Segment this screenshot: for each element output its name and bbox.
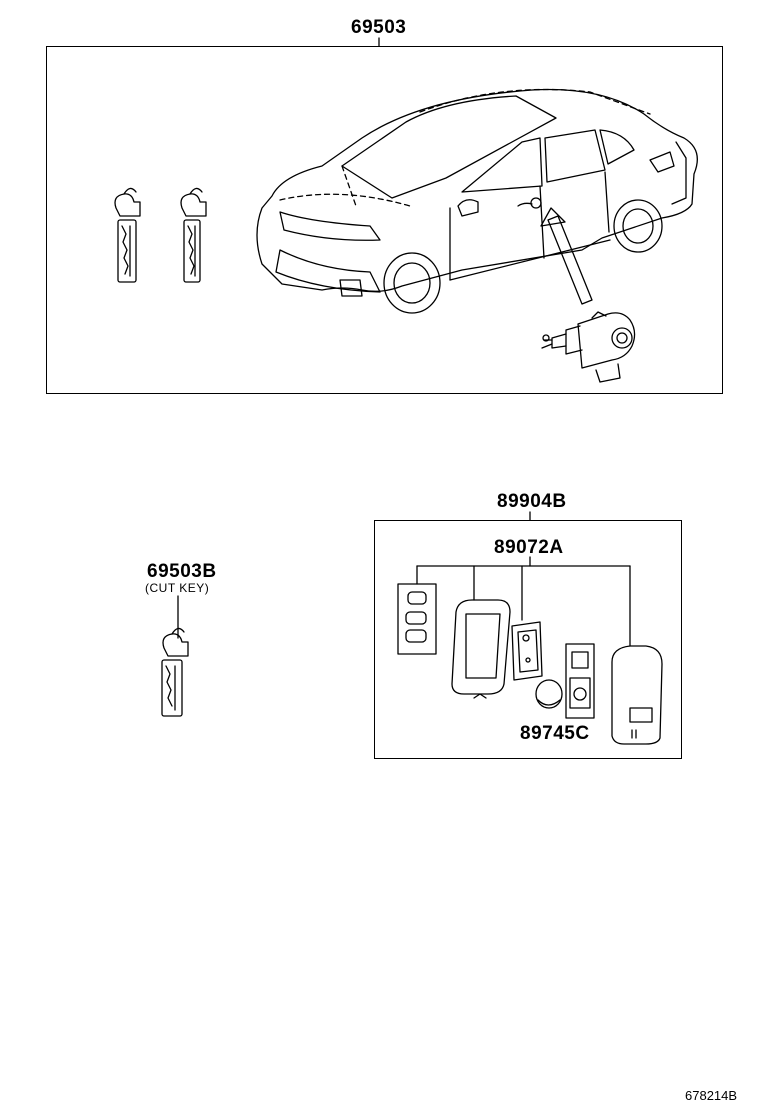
coin-battery	[535, 679, 563, 709]
button-set	[397, 583, 437, 655]
leader-89072a	[416, 556, 631, 647]
car-illustration	[256, 88, 698, 314]
part-label-69503b: 69503B	[147, 561, 217, 582]
key-icon	[114, 187, 141, 283]
key-icon	[180, 187, 207, 283]
part-label-89904b: 89904B	[497, 491, 567, 512]
transmitter-frame	[374, 520, 682, 759]
door-lock-cylinder	[541, 311, 636, 383]
remote-transmitter	[565, 643, 595, 719]
key-icon	[161, 627, 189, 717]
figure-id: 678214B	[685, 1088, 738, 1103]
remote-transmitter	[451, 599, 511, 699]
part-label-89072a: 89072A	[494, 537, 564, 558]
remote-transmitter	[611, 645, 663, 745]
cut-key-note: (CUT KEY)	[145, 581, 210, 595]
pointer-arrow	[540, 207, 593, 305]
part-label-89745c: 89745C	[520, 723, 590, 744]
remote-transmitter	[511, 621, 543, 681]
part-label-69503: 69503	[351, 17, 407, 38]
kit-frame	[46, 46, 723, 394]
